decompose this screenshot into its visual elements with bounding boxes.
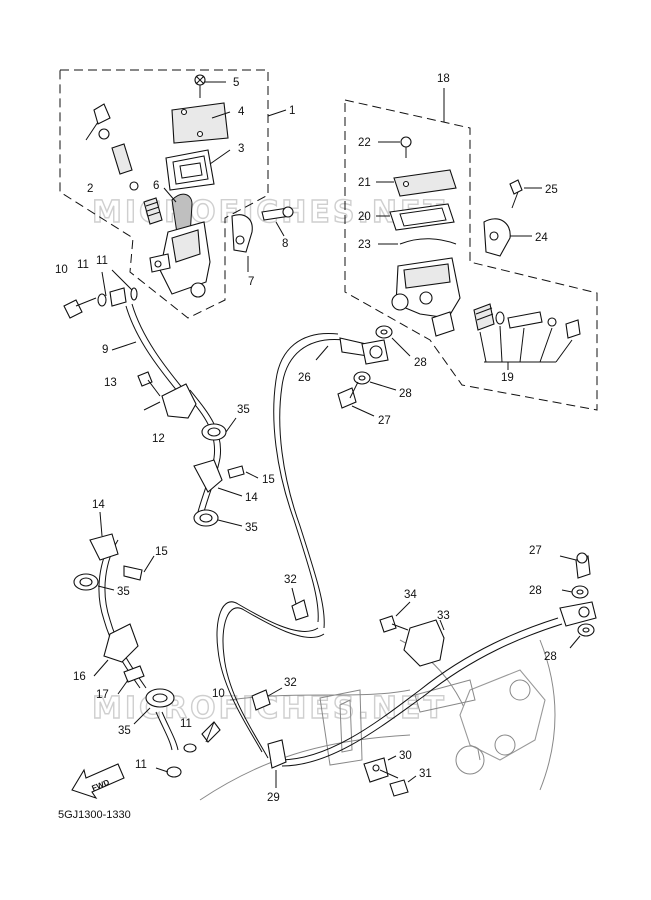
- rear-brake-hose: [216, 325, 597, 797]
- callout-26: 26: [298, 372, 311, 384]
- left-master-cylinder: [63, 74, 294, 319]
- callout-13: 13: [104, 377, 117, 389]
- callout-11d: 11: [135, 759, 147, 771]
- callout-7: 7: [248, 276, 254, 288]
- callout-4: 4: [238, 106, 245, 118]
- watermark: MICROFICHES.NET MICROFICHES.NET: [91, 194, 444, 726]
- callout-35: 35: [237, 404, 250, 416]
- callout-2: 2: [87, 183, 93, 195]
- callout-35d: 35: [118, 725, 131, 737]
- callout-28: 28: [414, 357, 427, 369]
- callout-31: 31: [419, 768, 432, 780]
- callout-32b: 32: [284, 677, 297, 689]
- callout-10b: 10: [212, 688, 225, 700]
- callout-22: 22: [358, 137, 371, 149]
- callout-35c: 35: [117, 586, 130, 598]
- callout-14b: 14: [92, 499, 105, 511]
- callout-10: 10: [55, 264, 68, 276]
- callout-18: 18: [437, 73, 450, 85]
- callout-3: 3: [238, 143, 244, 155]
- callout-27: 27: [378, 415, 391, 427]
- front-brake-hose: [98, 303, 222, 751]
- callout-15: 15: [262, 474, 275, 486]
- callout-9: 9: [102, 344, 108, 356]
- callout-23: 23: [358, 239, 371, 251]
- callout-33: 33: [437, 610, 450, 622]
- part-code: 5GJ1300-1330: [58, 809, 131, 821]
- callout-25: 25: [545, 184, 558, 196]
- left-hose-clamps: [73, 371, 259, 778]
- callout-19: 19: [501, 372, 514, 384]
- group-boundary: [59, 69, 598, 411]
- callout-28b: 28: [399, 388, 412, 400]
- callout-6: 6: [153, 180, 159, 192]
- callout-28d: 28: [544, 651, 557, 663]
- callout-8: 8: [282, 238, 288, 250]
- callout-15b: 15: [155, 546, 168, 558]
- callout-11b: 11: [96, 255, 108, 267]
- callout-32: 32: [284, 574, 297, 586]
- callout-27b: 27: [529, 545, 542, 557]
- callout-21: 21: [358, 177, 371, 189]
- callout-30: 30: [399, 750, 412, 762]
- callout-29: 29: [267, 792, 280, 804]
- fwd-arrow-icon: FWD: [71, 763, 125, 800]
- callout-labels: 1 2 3 4 5 6 7 8 9 10 11 11 12 13 14 14 1…: [55, 73, 558, 804]
- rear-master-cylinder: [376, 136, 581, 370]
- callout-24: 24: [535, 232, 548, 244]
- callout-16: 16: [73, 671, 86, 683]
- callout-28c: 28: [529, 585, 542, 597]
- callout-14: 14: [245, 492, 258, 504]
- callout-35b: 35: [245, 522, 258, 534]
- callout-17: 17: [96, 689, 109, 701]
- callout-34: 34: [404, 589, 417, 601]
- callout-20: 20: [358, 211, 371, 223]
- callout-1: 1: [289, 105, 295, 117]
- callout-11c: 11: [180, 718, 192, 730]
- callout-5: 5: [233, 77, 239, 89]
- callout-12: 12: [152, 433, 165, 445]
- callout-11: 11: [77, 259, 89, 271]
